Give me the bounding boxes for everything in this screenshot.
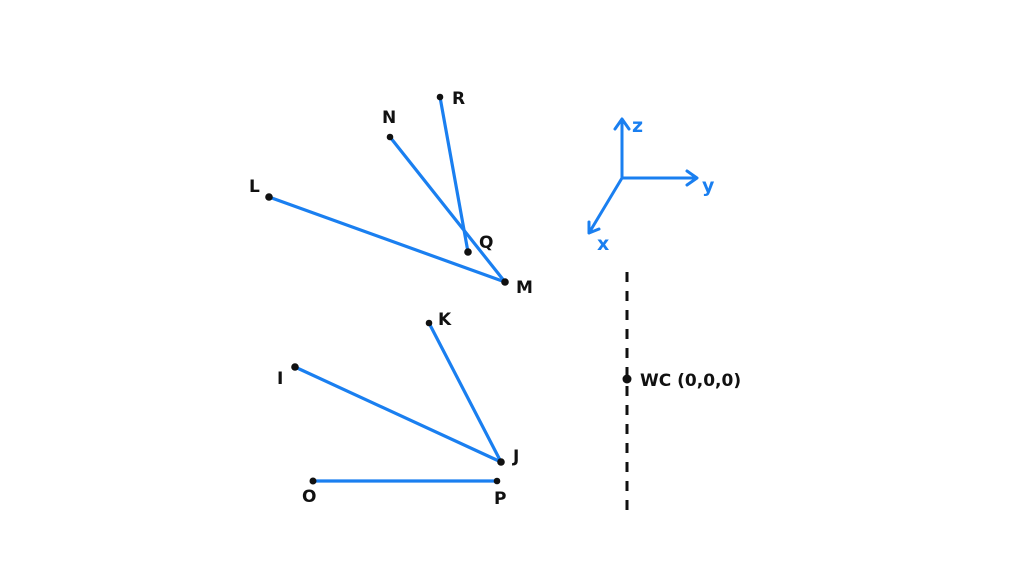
x-axis-label: x: [597, 233, 609, 255]
axis-triad: z y x: [587, 115, 715, 255]
x-axis-arrow: [587, 176, 624, 235]
label-L: L: [249, 177, 260, 197]
segment-I-J: [293, 365, 503, 464]
segment-N-M: [388, 135, 507, 284]
label-M: M: [516, 278, 533, 298]
label-N: N: [382, 108, 396, 128]
label-Q: Q: [479, 233, 493, 253]
label-P: P: [494, 489, 506, 509]
world-center-label: WC (0,0,0): [640, 371, 741, 391]
segment-R-Q: [438, 95, 470, 254]
point-L: [265, 193, 273, 201]
label-R: R: [452, 89, 465, 109]
point-J: [497, 458, 505, 466]
z-axis-arrow: [613, 117, 631, 180]
point-I: [291, 363, 299, 371]
point-P: [493, 477, 501, 485]
points: [265, 93, 509, 485]
label-O: O: [302, 487, 316, 507]
label-J: J: [512, 447, 519, 467]
z-axis-label: z: [632, 115, 643, 137]
point-K: [425, 319, 433, 327]
y-axis-arrow: [620, 169, 699, 187]
point-N: [386, 133, 394, 141]
point-R: [436, 93, 444, 101]
label-I: I: [277, 369, 283, 389]
segment-L-M: [267, 195, 507, 284]
world-center: WC (0,0,0): [622, 272, 741, 510]
point-M: [501, 278, 509, 286]
point-Q: [464, 248, 472, 256]
y-axis-label: y: [702, 175, 715, 197]
segments: [267, 95, 507, 483]
label-K: K: [438, 310, 452, 330]
point-labels: L M N R Q K I J O P: [249, 89, 533, 509]
world-center-point: [622, 374, 632, 384]
point-O: [309, 477, 317, 485]
segment-K-J: [427, 321, 503, 464]
